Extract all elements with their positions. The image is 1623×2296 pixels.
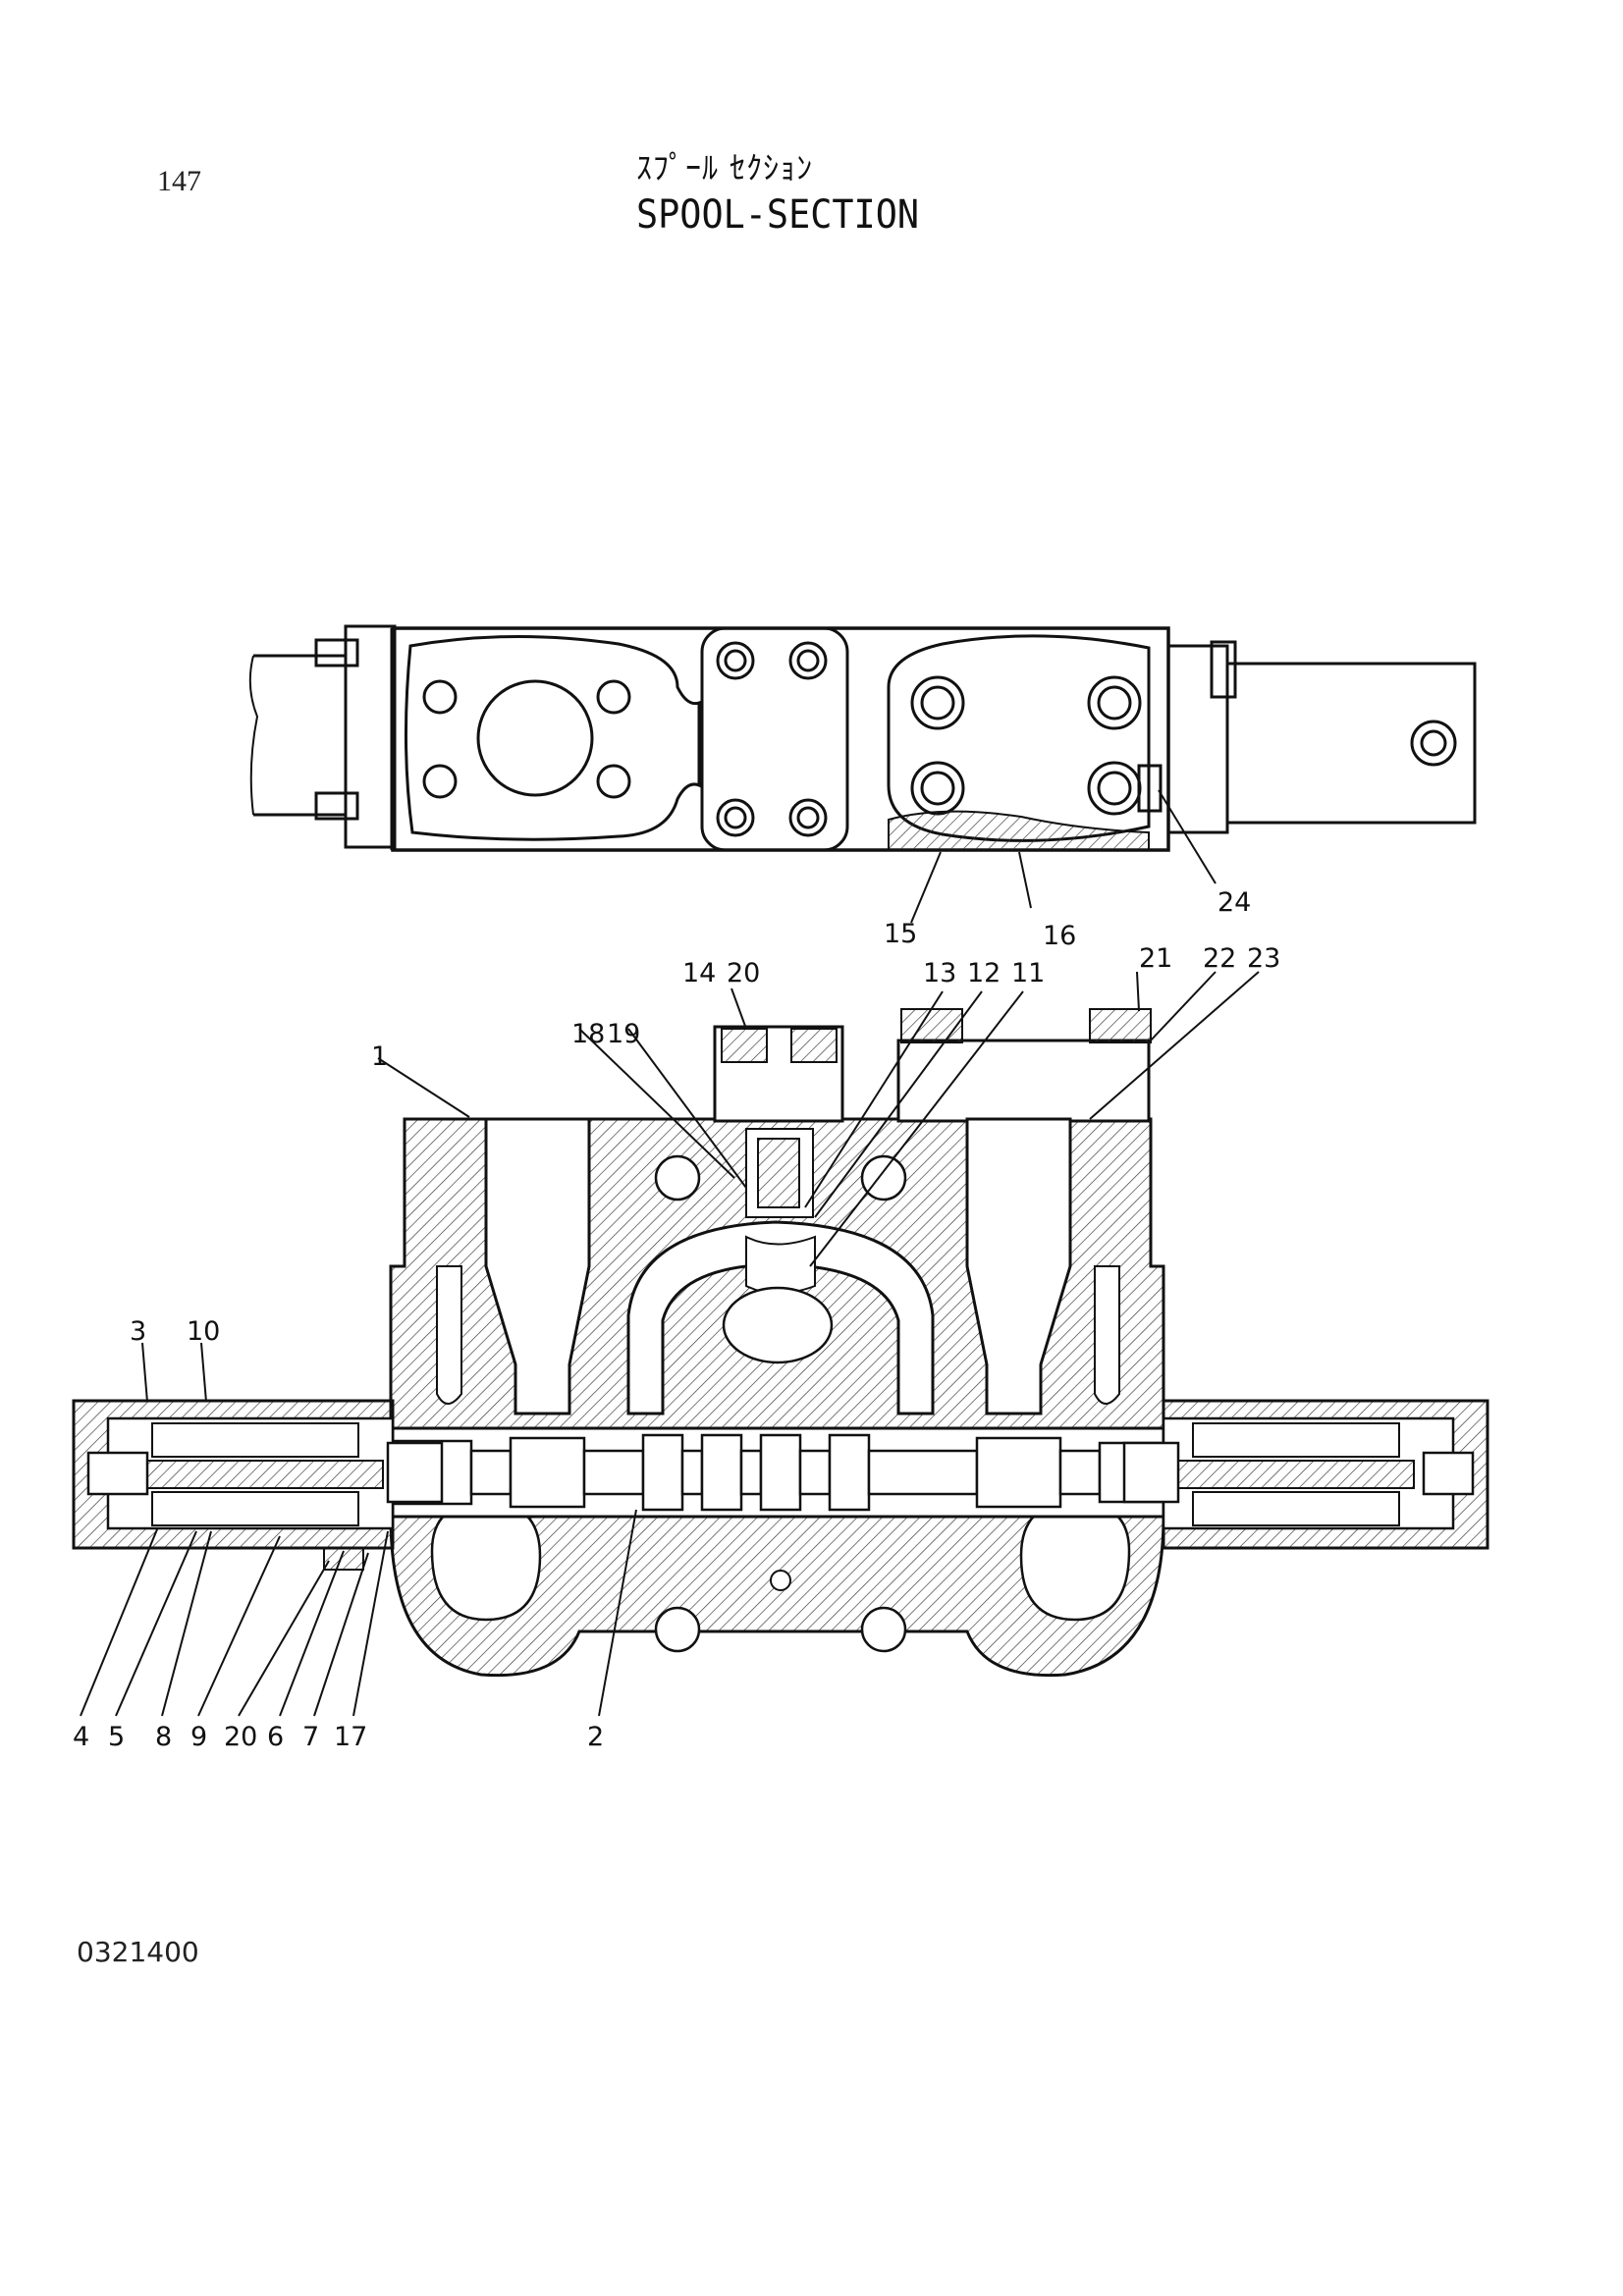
leader-lines [80,789,1260,1717]
callout-20-lower: 20 [224,1722,257,1752]
callout-24: 24 [1217,887,1251,918]
callout-4: 4 [73,1722,89,1752]
top-flange-left [404,634,701,841]
callout-11: 11 [1011,958,1045,988]
callout-1: 1 [371,1041,388,1072]
shaft-end-hole [1410,720,1457,767]
callout-19: 19 [607,1019,640,1049]
title-english: SPOOL-SECTION [636,192,920,238]
callout-10: 10 [187,1316,220,1347]
section-view [72,1008,1489,1678]
top-center-cover [700,626,849,852]
callout-7: 7 [302,1722,319,1752]
left-plug-3 [86,1451,149,1496]
callout-16: 16 [1043,921,1076,951]
top-cutaway [888,810,1150,851]
cover-bolt-21 [900,1008,963,1043]
callout-labels: 1 2 3 4 5 6 7 8 9 10 11 12 13 14 15 16 1… [73,887,1280,1752]
callout-18: 18 [571,1019,605,1049]
cavity [722,1286,834,1364]
passage-left [484,1117,591,1415]
flange-bolt-hole [596,764,631,799]
callout-23: 23 [1247,943,1280,974]
flange-bolt-hole [596,679,631,715]
callout-12: 12 [967,958,1001,988]
cover-bolt-20 [721,1028,768,1063]
right-cover-block [896,1039,1151,1123]
drawing-code: 0321400 [77,1936,199,1968]
flange-bolt-hole [422,679,458,715]
top-right-shaft [1227,662,1477,825]
top-left-nut-upper [314,638,359,667]
callout-6: 6 [267,1722,284,1752]
callout-17: 17 [334,1722,367,1752]
callout-9: 9 [190,1722,207,1752]
top-flange-right [887,634,1151,842]
top-body [391,626,1170,852]
page-number: 147 [157,165,201,197]
callout-5: 5 [108,1722,125,1752]
callout-22: 22 [1203,943,1236,974]
title-japanese: ｽﾌﾟｰﾙ ｾｸｼｮﾝ [636,149,814,187]
callout-13: 13 [923,958,956,988]
callout-15: 15 [884,919,917,949]
center-cover-bolts [716,641,828,837]
spring-lower [151,1491,359,1526]
top-view [248,624,1477,852]
flange-port [476,679,594,797]
callout-3: 3 [130,1316,146,1347]
top-right-nut [1210,640,1237,699]
callout-21: 21 [1139,943,1172,974]
bridge-passage [626,1220,935,1415]
callout-14: 14 [682,958,716,988]
top-left-shaft [253,654,348,817]
passage-right [965,1117,1072,1415]
callout-2: 2 [587,1722,604,1752]
flange-bolt-hole [422,764,458,799]
callout-20: 20 [727,958,760,988]
right-flange-bolts [910,675,1142,816]
spring-upper [151,1422,359,1458]
plug-24 [1137,764,1163,813]
top-left-nut-lower [314,791,359,821]
callout-8: 8 [155,1722,172,1752]
